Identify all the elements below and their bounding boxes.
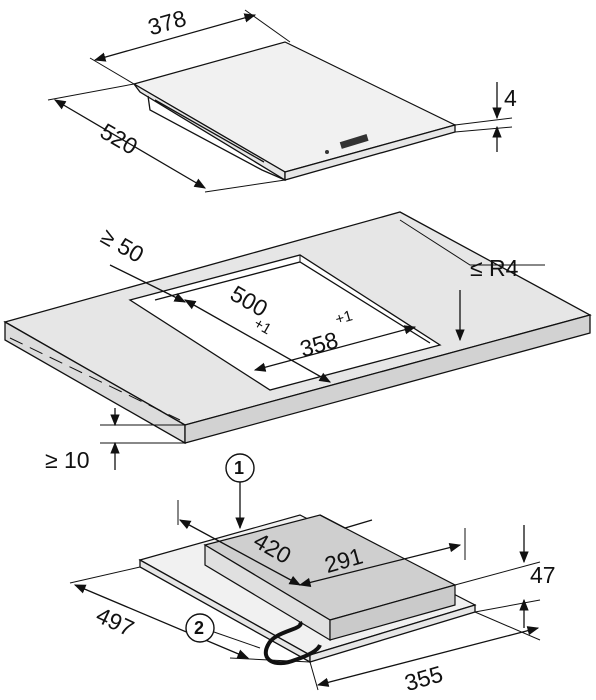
outer-depth-label: 497: [92, 602, 138, 642]
height-label: 47: [530, 562, 556, 588]
hob-thickness-label: 4: [504, 85, 517, 111]
worktop-drawing: ≥ 50 500 +1 358 +1 ≤ R4 ≥ 10: [3, 211, 592, 473]
callout-2-icon: [185, 613, 215, 643]
callout-2-label: 2: [194, 618, 204, 638]
cutout-width-tol: +1: [333, 307, 354, 328]
inner-depth-line: [178, 519, 302, 586]
min-thickness-label: ≥ 10: [45, 447, 90, 473]
cutout-width-line: [253, 325, 417, 372]
housing-drawing: 1 420 291 47 497 355 2: [69, 453, 556, 696]
outer-depth-line: [73, 584, 250, 659]
depth-dimension-line: [53, 99, 207, 189]
outer-width-line: [316, 626, 540, 687]
power-icon: [325, 150, 329, 154]
control-panel-icon: [339, 134, 369, 149]
callout-1-label: 1: [234, 458, 244, 478]
outer-width-label: 355: [402, 661, 446, 695]
hob-glass: [132, 41, 457, 173]
min-edge-label: ≥ 50: [97, 223, 149, 268]
power-cable-icon: [264, 620, 322, 666]
hob-drawing: 378 520 4: [47, 5, 517, 193]
inner-width-line: [298, 543, 462, 587]
radius-label: ≤ R4: [470, 255, 519, 281]
hob-depth-label: 520: [96, 118, 142, 160]
width-dimension-line: [93, 13, 257, 62]
